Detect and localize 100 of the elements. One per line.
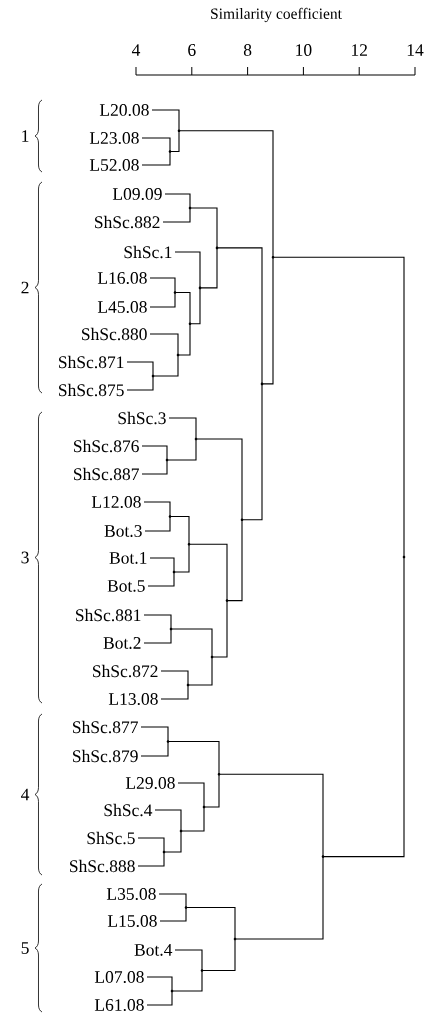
leaf-label: L13.08: [108, 693, 158, 705]
tick-label: 14: [407, 44, 424, 56]
leaf-label: L15.08: [107, 915, 157, 927]
dendrogram-branch: [149, 557, 175, 573]
dendrogram-branch: [171, 969, 203, 992]
dendrogram-branch: [160, 684, 189, 700]
dendrogram-branch: [211, 600, 228, 658]
dendrogram-branch: [226, 519, 243, 602]
tick-label: 4: [131, 44, 141, 56]
dendrogram-branch: [141, 445, 168, 461]
dendrogram-branch: [189, 287, 201, 325]
dendrogram-branch: [216, 247, 263, 385]
tick-label: 8: [243, 44, 252, 56]
dendrogram-branch: [149, 291, 176, 308]
leaf-label: Bot.3: [104, 525, 142, 537]
leaf-label: ShSc.875: [59, 383, 124, 397]
dendrogram-branch: [141, 150, 171, 166]
leaf-label: L16.08: [97, 272, 147, 284]
leaf-label: L20.08: [99, 104, 149, 116]
dendrogram-branch: [166, 438, 197, 461]
dendrogram-branch: [137, 837, 165, 853]
leaf-label: ShSc.888: [70, 859, 135, 873]
leaf-label: ShSc.881: [76, 608, 141, 622]
dendrogram-branch: [322, 556, 405, 858]
dendrogram-branch: [173, 543, 190, 573]
cluster-number: 2: [21, 281, 29, 294]
dendrogram-branch: [160, 670, 189, 686]
leaf-label: L45.08: [97, 301, 147, 313]
leaf-label: ShSc.4: [104, 803, 153, 817]
leaf-label: L07.08: [94, 971, 144, 983]
dendrogram-branch: [201, 938, 236, 972]
dendrogram-branch: [261, 256, 274, 385]
leaf-label: ShSc.882: [95, 215, 160, 229]
axis-title: Similarity coefficient: [211, 7, 342, 23]
dendrogram-branch: [162, 207, 191, 223]
dendrogram-branch: [169, 130, 180, 153]
dendrogram-branch: [234, 856, 324, 940]
dendrogram-branch: [159, 906, 187, 922]
leaf-label: L52.08: [89, 159, 139, 171]
dendrogram-branch: [141, 137, 171, 153]
leaf-label: L61.08: [94, 999, 144, 1011]
dendrogram-branch: [218, 773, 324, 858]
dendrogram-branch: [147, 571, 175, 587]
dendrogram-branch: [140, 726, 169, 743]
dendrogram-branch: [174, 251, 201, 289]
dendrogram-branch: [151, 109, 180, 132]
dendrogram-branch: [143, 501, 171, 518]
dendrogram-branch: [180, 806, 205, 832]
dendrogram-branch: [152, 354, 179, 377]
leaf-label: L35.08: [106, 888, 156, 900]
dendrogram-branch: [169, 515, 190, 545]
leaf-label: ShSc.3: [118, 411, 166, 425]
leaf-label: ShSc.879: [73, 749, 138, 763]
leaf-label: ShSc.871: [59, 355, 124, 369]
dendrogram-branch: [189, 207, 218, 249]
leaf-label: L23.08: [89, 132, 139, 144]
dendrogram-branch: [149, 333, 179, 356]
leaf-label: Bot.1: [109, 552, 147, 564]
dendrogram-branch: [199, 247, 218, 289]
leaf-label: L12.08: [91, 496, 141, 508]
cluster-number: 3: [21, 551, 29, 564]
leaf-label: ShSc.5: [87, 831, 135, 845]
dendrogram-branch: [185, 906, 236, 940]
dendrogram-branch: [272, 256, 405, 558]
dendrogram-branch: [146, 976, 173, 992]
dendrogram-branch: [177, 782, 205, 808]
leaf-label: L29.08: [125, 777, 175, 789]
dendrogram-branch: [141, 459, 168, 475]
dendrogram-branch: [188, 543, 228, 602]
dendrogram-branch: [187, 656, 213, 686]
dendrogram-branch: [137, 851, 165, 867]
leaf-label: Bot.5: [107, 580, 145, 592]
dendrogram-branch: [178, 130, 274, 258]
dendrogram-branch: [170, 628, 213, 658]
dendrogram-branch: [163, 830, 182, 853]
leaf-label: ShSc.872: [93, 664, 158, 678]
dendrogram-branch: [174, 949, 203, 972]
dendrogram-branch: [143, 628, 172, 644]
dendrogram-branch: [126, 361, 154, 377]
dendrogram-branch: [168, 417, 197, 440]
dendrogram-branch: [167, 740, 220, 775]
tick-label: 12: [352, 44, 367, 56]
dendrogram-branch: [177, 323, 191, 356]
leaf-label: ShSc.1: [124, 245, 172, 259]
leaf-label: Bot.2: [103, 637, 141, 649]
leaf-label: Bot.4: [134, 944, 173, 956]
dendrogram-branch: [164, 193, 191, 209]
dendrogram-branch: [158, 893, 187, 909]
leaf-label: ShSc.887: [74, 467, 139, 481]
dendrogram-branch: [241, 383, 263, 521]
cluster-number: 1: [22, 130, 29, 142]
tick-label: 10: [296, 44, 312, 56]
dendrogram-branch: [143, 614, 172, 630]
leaf-label: ShSc.877: [73, 720, 138, 734]
leaf-label: L09.09: [112, 188, 162, 200]
leaf-label: ShSc.876: [74, 439, 139, 453]
dendrogram-branch: [154, 809, 182, 832]
leaf-label: ShSc.880: [82, 327, 147, 341]
dendrogram-branch: [174, 291, 191, 325]
dendrogram-branch: [203, 773, 220, 808]
